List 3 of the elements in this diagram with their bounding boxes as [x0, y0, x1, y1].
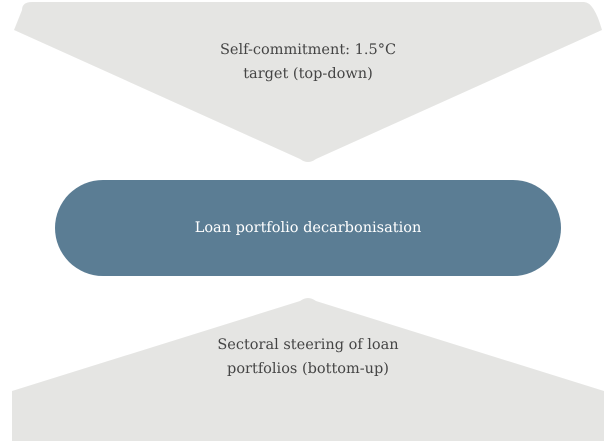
shape-text: Loan portfolio decarbonisation [194, 219, 422, 238]
shape-text: Self-commitment: 1.5°C target (top-down) [218, 41, 398, 84]
shape-text: Sectoral steering of loan portfolios (bottom-up) [216, 336, 400, 379]
